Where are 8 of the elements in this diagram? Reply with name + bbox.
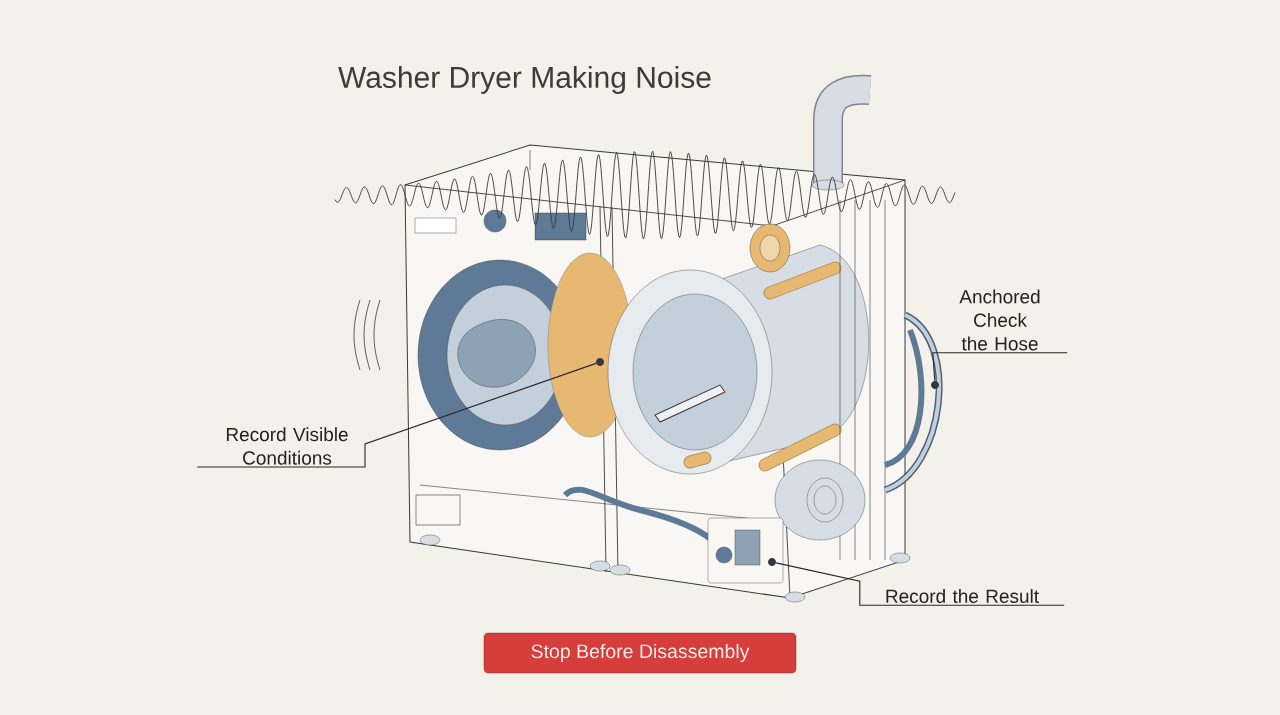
callout-label: Record Visible Conditions <box>226 427 348 465</box>
leader-line <box>196 362 597 468</box>
callout-label: Anchored Check the Hose <box>959 289 1040 351</box>
warning-button: Stop Before Disassembly <box>483 632 797 674</box>
title: Washer Dryer Making Noise <box>338 66 711 94</box>
callout-label: Record the Result <box>886 589 1039 603</box>
leader-line <box>932 352 1068 382</box>
leader-line <box>775 562 1065 606</box>
